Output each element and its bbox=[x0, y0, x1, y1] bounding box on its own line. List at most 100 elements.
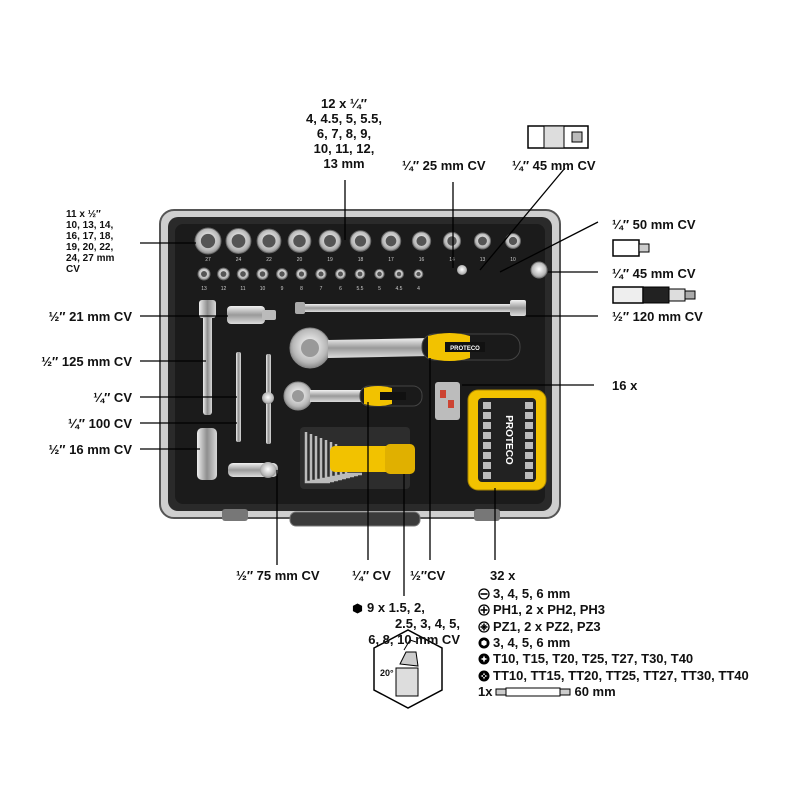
quarter-inch-socket: 9 bbox=[276, 268, 288, 292]
half-inch-socket: 20 bbox=[287, 229, 312, 263]
holder-prefix: 1x bbox=[478, 684, 493, 699]
label-line: 12 x ¼″ bbox=[321, 96, 367, 111]
label-half-75mm: ½″ 75 mm CV bbox=[236, 568, 320, 583]
bit-list-row: PZ1, 2 x PZ2, PZ3 bbox=[478, 619, 601, 635]
svg-text:PROTECO: PROTECO bbox=[503, 415, 514, 465]
socket-size-mark: 5 bbox=[378, 286, 381, 292]
half-inch-socket: 13 bbox=[473, 232, 492, 263]
quarter-inch-sliding-t-bar bbox=[236, 352, 274, 444]
half-inch-socket: 24 bbox=[225, 228, 252, 263]
bit-holder-icon bbox=[495, 687, 571, 697]
label-line: 10, 13, 14, bbox=[66, 220, 114, 231]
label-line: 9 x 1.5, 2, bbox=[367, 600, 425, 615]
bit-list-text: 3, 4, 5, 6 mm bbox=[493, 586, 571, 601]
quarter-inch-45mm-bit-holder-icon bbox=[612, 286, 696, 304]
label-quarter-100: ¼″ 100 CV bbox=[67, 416, 132, 431]
label-half-21mm: ½″ 21 mm CV bbox=[48, 309, 132, 324]
socket-size-mark: 10 bbox=[260, 286, 266, 292]
socket-size-mark: 27 bbox=[205, 257, 211, 263]
bit-holder-row: 1x 60 mm bbox=[478, 684, 616, 700]
quarter-inch-socket: 11 bbox=[236, 267, 250, 292]
socket-size-mark: 7 bbox=[320, 286, 323, 292]
tamper-torx-icon bbox=[478, 670, 490, 681]
label-line: 4, 4.5, 5, 5.5, bbox=[306, 111, 382, 126]
half-inch-socket: 14 bbox=[442, 231, 462, 263]
hex-key-angle-diagram bbox=[373, 629, 443, 709]
socket-size-mark: 4.5 bbox=[396, 286, 403, 292]
hex-keys-label: 9 x 1.5, 2, 2.5, 3, 4, 5, 6, 8, 10 mm CV bbox=[352, 600, 460, 648]
socket-size-mark: 12 bbox=[221, 286, 227, 292]
bit bbox=[525, 462, 533, 469]
quarter-inch-socket: 6 bbox=[335, 268, 346, 292]
label-half-16mm: ½″ 16 mm CV bbox=[48, 442, 132, 457]
half-inch-sockets-label: 11 x ½″ 10, 13, 14, 16, 17, 18, 19, 20, … bbox=[66, 209, 114, 275]
label-bits-16: 16 x bbox=[612, 378, 638, 393]
socket-size-mark: 10 bbox=[510, 257, 516, 263]
half-inch-socket: 19 bbox=[318, 229, 342, 263]
socket-size-mark: 18 bbox=[358, 257, 364, 263]
label-line: 6, 7, 8, 9, bbox=[316, 126, 372, 141]
hex-angle-label: 20° bbox=[380, 668, 394, 678]
bit bbox=[525, 412, 533, 419]
quarter-inch-socket: 10 bbox=[256, 267, 269, 292]
half-inch-120mm-extension bbox=[295, 300, 526, 316]
bit-list-row: PH1, 2 x PH2, PH3 bbox=[478, 602, 605, 618]
socket-size-mark: 20 bbox=[297, 257, 303, 263]
bit-list-row: 3, 4, 5, 6 mm bbox=[478, 586, 570, 602]
hex-key-set bbox=[300, 427, 415, 489]
socket-size-mark: 8 bbox=[300, 286, 303, 292]
case-frame bbox=[159, 209, 561, 519]
label-quarter-cv-ratchet: ¼″ CV bbox=[352, 568, 391, 583]
socket-size-mark: 11 bbox=[240, 286, 245, 292]
phillips-icon bbox=[478, 604, 490, 616]
label-quarter-45mm-top: ¼″ 45 mm CV bbox=[512, 158, 596, 173]
quarter-inch-sockets-label: 12 x ¼″ 4, 4.5, 5, 5.5, 6, 7, 8, 9, 10, … bbox=[292, 96, 396, 171]
bit-list-text: T10, T15, T20, T25, T27, T30, T40 bbox=[493, 651, 694, 667]
half-inch-21mm-adapter bbox=[227, 306, 276, 324]
leader-lines bbox=[140, 167, 599, 596]
half-inch-socket: 16 bbox=[411, 231, 432, 263]
quarter-inch-socket: 8 bbox=[295, 268, 308, 292]
half-inch-socket: 17 bbox=[380, 230, 402, 263]
bit bbox=[483, 472, 491, 479]
bit bbox=[483, 452, 491, 459]
ratchet-brand-label: PROTECO bbox=[450, 346, 480, 352]
label-quarter-25mm: ¼″ 25 mm CV bbox=[402, 158, 486, 173]
label-line: 19, 20, 22, bbox=[66, 242, 114, 253]
label-quarter-45mm: ¼″ 45 mm CV bbox=[612, 266, 696, 281]
half-inch-ratchet: PROTECO bbox=[289, 327, 521, 369]
half-inch-socket: 22 bbox=[256, 228, 282, 263]
socket-size-mark: 14 bbox=[449, 257, 455, 263]
small-bits-box bbox=[435, 382, 460, 420]
quarter-inch-45mm-adapter-icon bbox=[527, 125, 589, 149]
socket-size-mark: 16 bbox=[419, 257, 425, 263]
quarter-inch-socket: 7 bbox=[315, 268, 327, 292]
half-inch-75mm-universal-joint bbox=[228, 462, 278, 478]
socket-size-mark: 5.5 bbox=[357, 286, 364, 292]
socket-size-mark: 19 bbox=[327, 257, 333, 263]
hex-keys-line-1: 9 x 1.5, 2, bbox=[352, 600, 460, 616]
socket-size-mark: 22 bbox=[266, 257, 272, 263]
label-line: 13 mm bbox=[323, 156, 365, 171]
label-line: 24, 27 mm bbox=[66, 253, 115, 264]
label-line: CV bbox=[66, 264, 80, 275]
label-line: 2.5, 3, 4, 5, bbox=[394, 616, 460, 631]
label-quarter-50mm: ¼″ 50 mm CV bbox=[612, 217, 696, 232]
socket-size-mark: 13 bbox=[201, 286, 207, 292]
socket-size-mark: 17 bbox=[388, 257, 394, 263]
bit-cassette: PROTECO bbox=[467, 389, 547, 491]
case-handle bbox=[222, 509, 500, 527]
quarter-inch-socket-row: 13 12 11 10 9 8 7 6 5.5 5 4.5 4 bbox=[197, 267, 424, 292]
socket-size-mark: 6 bbox=[339, 286, 342, 292]
bit-list-row: TT10, TT15, TT20, TT25, TT27, TT30, TT40 bbox=[478, 668, 749, 684]
half-inch-socket: 10 bbox=[505, 233, 521, 263]
bit bbox=[483, 402, 491, 409]
bit-list-row: 3, 4, 5, 6 mm bbox=[478, 635, 570, 651]
bit bbox=[525, 422, 533, 429]
quarter-inch-socket: 4.5 bbox=[394, 269, 404, 292]
bit bbox=[525, 402, 533, 409]
quarter-inch-socket: 4 bbox=[413, 269, 424, 292]
label-line: 6, 8, 10 mm CV bbox=[368, 632, 460, 647]
quarter-inch-socket: 12 bbox=[217, 267, 230, 292]
